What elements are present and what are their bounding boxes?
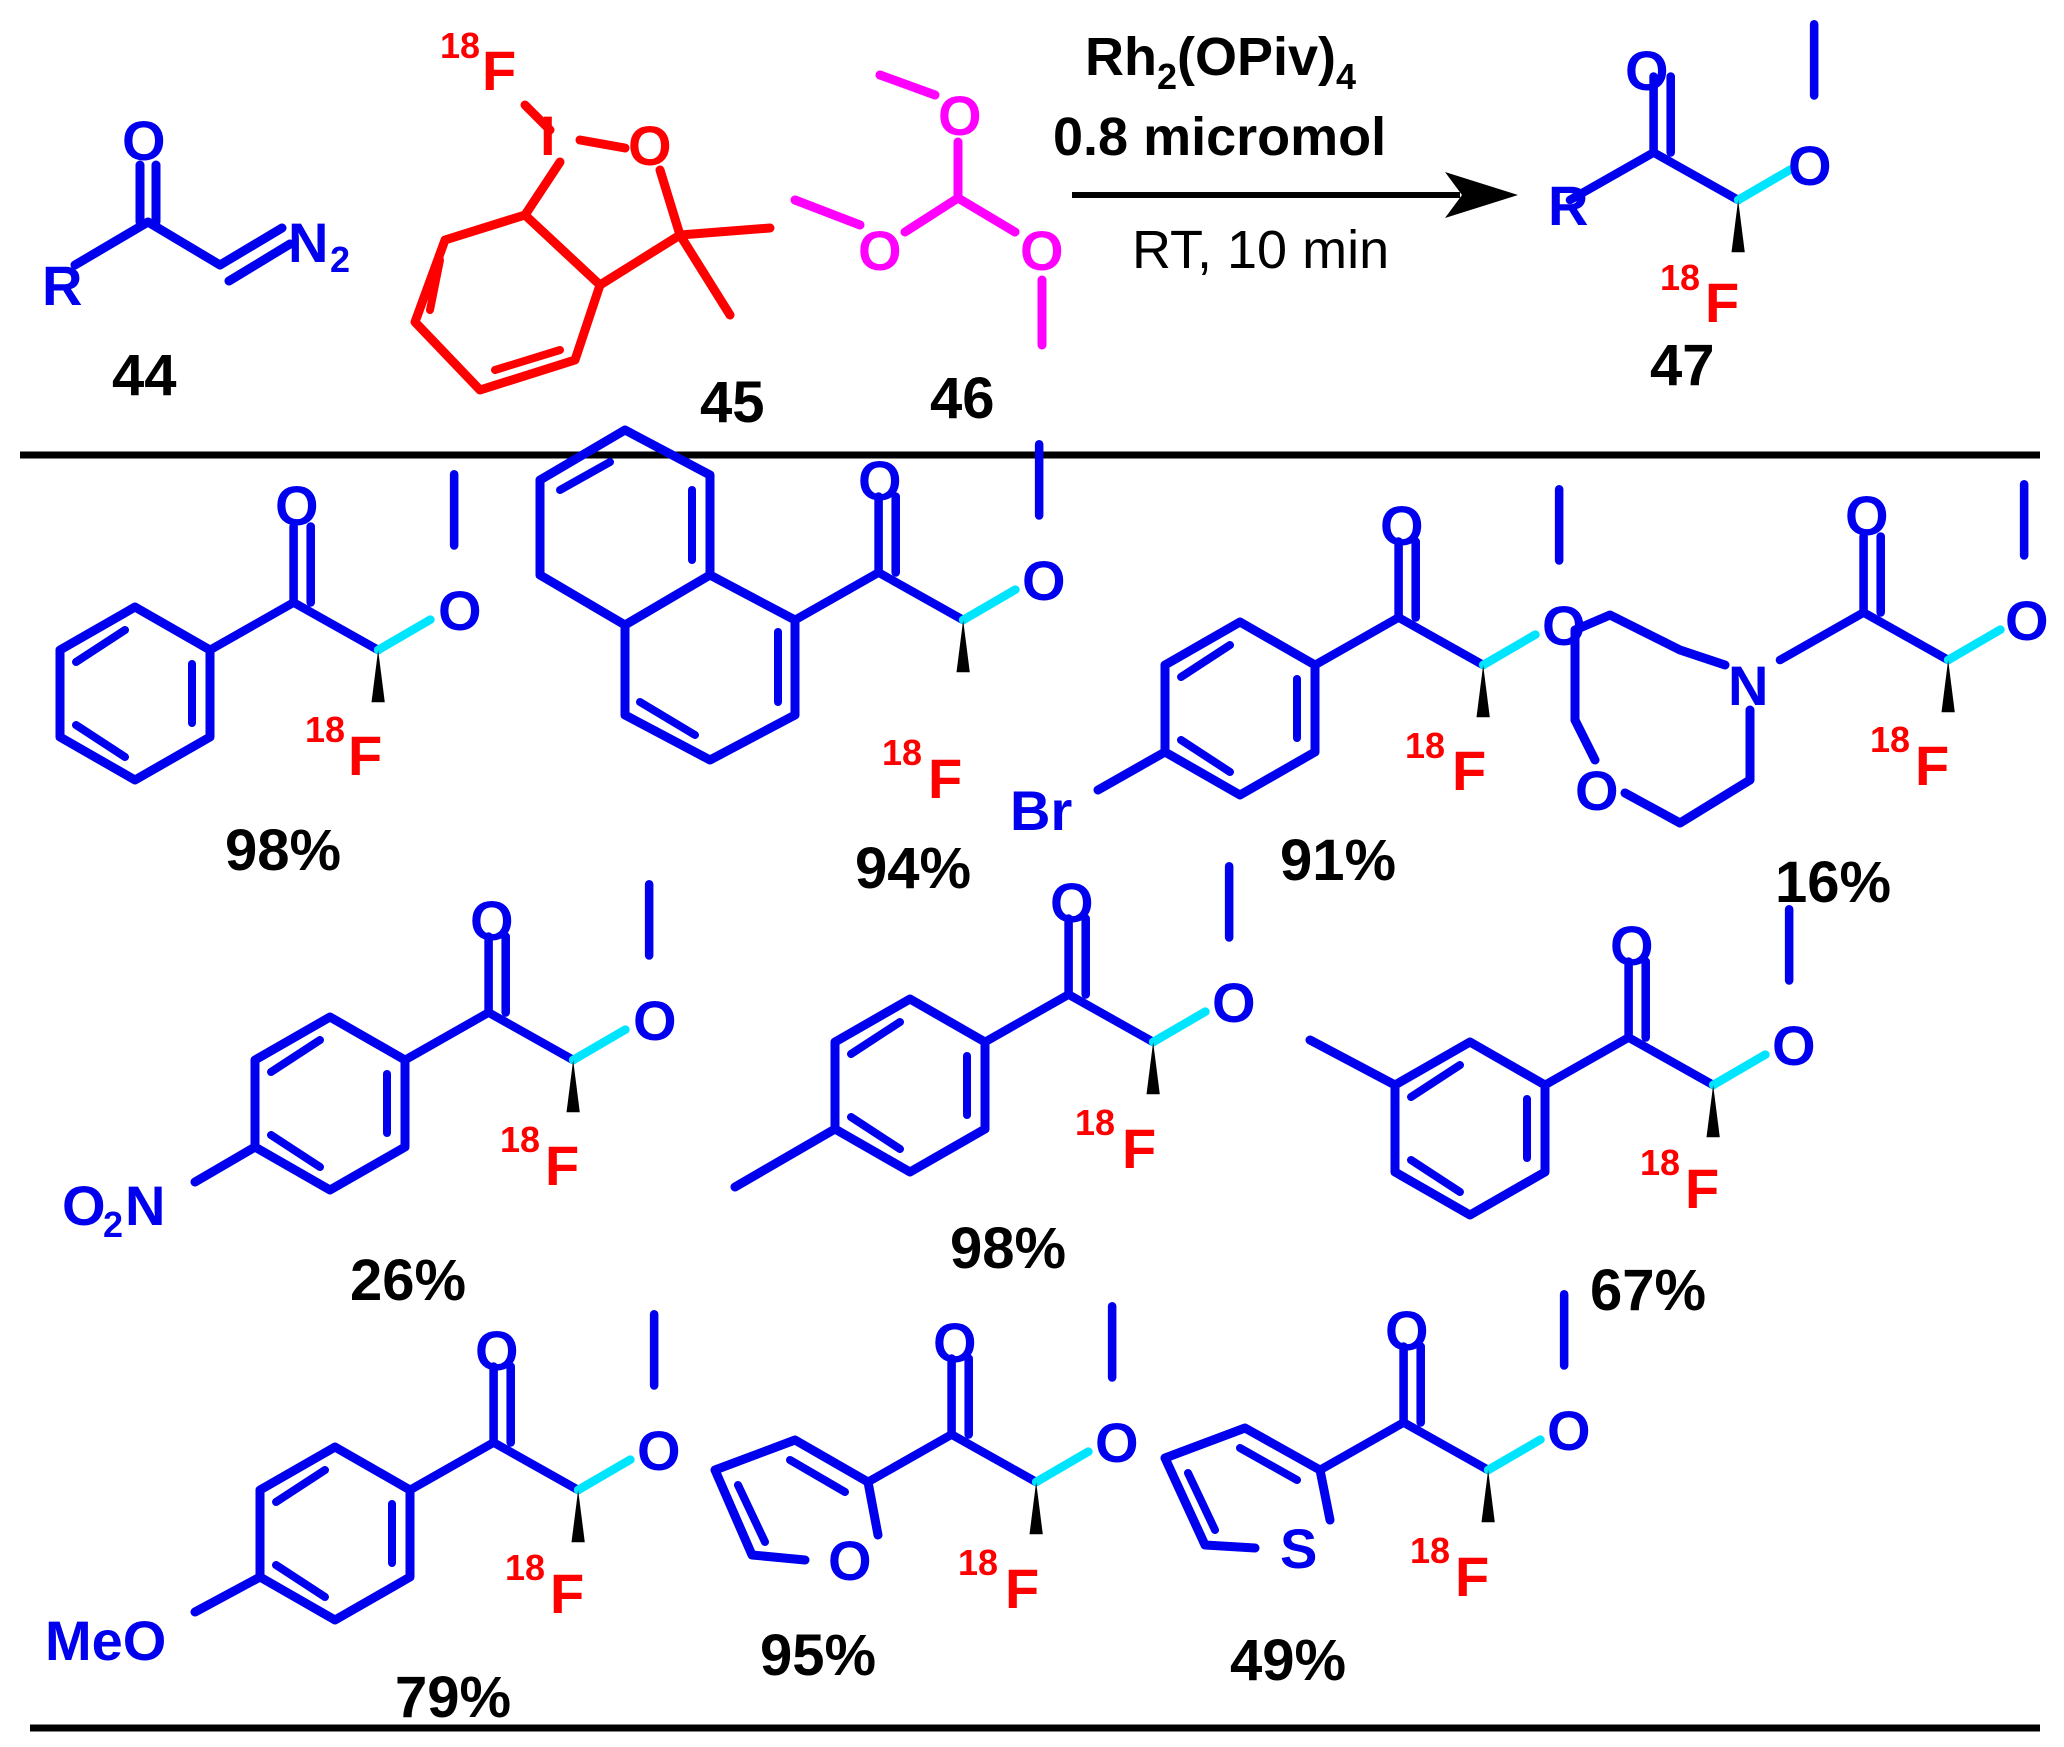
product-phenyl: O O 18 F 98%: [60, 474, 482, 883]
atom-F: F: [928, 747, 962, 810]
yield-4: 16%: [1775, 850, 1891, 915]
atom-F: F: [1705, 271, 1739, 334]
atom-O: O: [1845, 484, 1889, 547]
isotope-18: 18: [958, 1542, 998, 1583]
nitro-subscript: 2: [103, 1204, 123, 1245]
catalyst-amount: 0.8 micromol: [1053, 107, 1386, 167]
atom-O: O: [828, 1529, 872, 1592]
atom-O: O: [858, 219, 902, 282]
compound-45: I O 18 F 45: [410, 25, 775, 435]
isotope-18: 18: [1870, 719, 1910, 760]
yield-2: 94%: [855, 836, 971, 901]
product-nitrophenyl: O 2 N O O 18 F 26%: [62, 884, 677, 1313]
atom-Br: Br: [1010, 779, 1072, 842]
conditions-label: RT, 10 min: [1132, 220, 1389, 280]
yield-9: 95%: [760, 1623, 876, 1688]
isotope-18: 18: [882, 732, 922, 773]
compound-46: O O O 46: [790, 70, 1064, 431]
diazo-subscript: 2: [330, 239, 350, 280]
atom-F: F: [1915, 734, 1949, 797]
isotope-18: 18: [1640, 1142, 1680, 1183]
atom-R: R: [1548, 174, 1588, 237]
isotope-18: 18: [305, 709, 345, 750]
product-thienyl: S O O 18 F 49%: [1160, 1294, 1591, 1693]
atom-N: N: [125, 1174, 165, 1237]
atom-F: F: [1005, 1557, 1039, 1620]
diazo-N: N: [288, 211, 328, 274]
atom-O: O: [1020, 219, 1064, 282]
atom-O: O: [1788, 134, 1832, 197]
atom-S: S: [1280, 1517, 1317, 1580]
isotope-18: 18: [1405, 725, 1445, 766]
atom-O: O: [1772, 1014, 1816, 1077]
product-tolyl-para: O O 18 F 98%: [730, 866, 1256, 1281]
atom-F: F: [482, 39, 516, 102]
yield-7: 67%: [1590, 1258, 1706, 1323]
atom-O: O: [1050, 871, 1094, 934]
atom-O: O: [858, 449, 902, 512]
isotope-18: 18: [440, 25, 480, 66]
atom-O: O: [1625, 39, 1669, 102]
product-morpholine-amide: N O O O 18 F 16%: [1570, 484, 2049, 915]
yield-5: 26%: [350, 1248, 466, 1313]
atom-O: O: [1095, 1411, 1139, 1474]
atom-O: O: [62, 1174, 106, 1237]
atom-O: O: [1212, 971, 1256, 1034]
product-methoxyphenyl: MeO O O 18 F 79%: [45, 1314, 681, 1730]
atom-O: O: [1380, 494, 1424, 557]
atom-O: O: [1022, 549, 1066, 612]
label-44: 44: [112, 343, 177, 408]
product-tolyl-meta: O O 18 F 67%: [1305, 909, 1816, 1323]
product-naphthyl: O O 18 F 94%: [535, 425, 1066, 901]
label-47: 47: [1650, 333, 1715, 398]
atom-O: O: [1385, 1299, 1429, 1362]
yield-6: 98%: [950, 1216, 1066, 1281]
atom-O: O: [2005, 589, 2049, 652]
atom-F: F: [550, 1562, 584, 1625]
atom-MeO: MeO: [45, 1609, 166, 1672]
isotope-18: 18: [1410, 1530, 1450, 1571]
atom-O: O: [633, 989, 677, 1052]
yield-8: 79%: [395, 1665, 511, 1730]
atom-O: O: [1575, 759, 1619, 822]
yield-1: 98%: [225, 818, 341, 883]
product-furyl: O O O 18 F 95%: [710, 1306, 1139, 1688]
isotope-18: 18: [500, 1119, 540, 1160]
atom-F: F: [1455, 1545, 1489, 1608]
yield-10: 49%: [1230, 1628, 1346, 1693]
atom-O: O: [438, 579, 482, 642]
isotope-18: 18: [1660, 257, 1700, 298]
compound-44: R O N 2 44: [42, 109, 350, 408]
atom-O: O: [938, 84, 982, 147]
atom-O: O: [470, 889, 514, 952]
isotope-18: 18: [505, 1547, 545, 1588]
atom-O: O: [475, 1319, 519, 1382]
isotope-18: 18: [1075, 1102, 1115, 1143]
atom-F: F: [348, 724, 382, 787]
yield-3: 91%: [1280, 828, 1396, 893]
atom-F: F: [1685, 1157, 1719, 1220]
atom-I: I: [540, 104, 556, 167]
atom-F: F: [1122, 1117, 1156, 1180]
atom-O: O: [628, 114, 672, 177]
catalyst-label: Rh2(OPiv)4: [1085, 27, 1356, 97]
atom-N: N: [1728, 654, 1768, 717]
product-bromophenyl: Br O O 18 F 91%: [1010, 489, 1586, 893]
label-45: 45: [700, 370, 765, 435]
atom-O: O: [275, 474, 319, 537]
atom-O: O: [122, 109, 166, 172]
label-46: 46: [930, 366, 995, 431]
reaction-arrow: Rh2(OPiv)4 0.8 micromol RT, 10 min: [1053, 27, 1518, 280]
atom-O: O: [1610, 914, 1654, 977]
compound-47: R O O 18 F 47: [1548, 24, 1832, 398]
atom-F: F: [545, 1134, 579, 1197]
atom-O: O: [637, 1419, 681, 1482]
atom-F: F: [1452, 739, 1486, 802]
atom-R: R: [42, 254, 82, 317]
atom-O: O: [1547, 1399, 1591, 1462]
atom-O: O: [933, 1311, 977, 1374]
